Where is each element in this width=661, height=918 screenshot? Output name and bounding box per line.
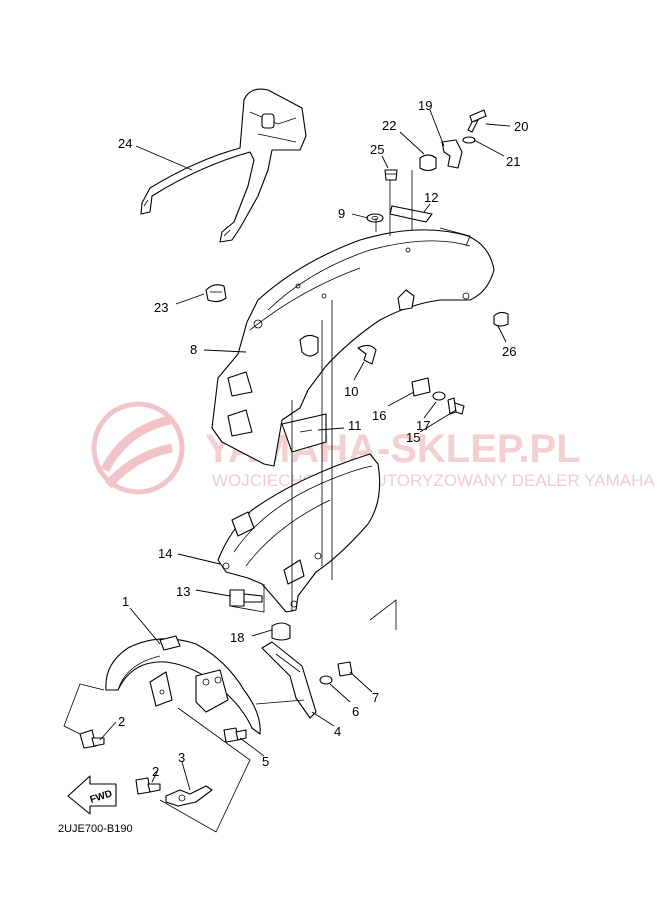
callout-24: 24 [118,136,132,151]
callout-16: 16 [372,408,386,423]
bolt-15 [447,397,465,415]
nut-7 [337,661,353,677]
fwd-arrow: FWD [67,775,117,815]
callout-3: 3 [178,750,185,765]
callout-19: 19 [418,98,432,113]
bolt-5 [223,727,247,743]
alignment-lines [229,170,413,630]
stay-4 [261,641,317,719]
bolt-13 [229,589,263,607]
callout-12: 12 [424,190,438,205]
callout-6: 6 [352,704,359,719]
plate-12 [389,205,433,223]
bolt-20 [467,109,487,133]
callout-15: 15 [406,430,420,445]
damper-22 [419,154,437,172]
callout-21: 21 [506,154,520,169]
callout-18: 18 [230,630,244,645]
washer-6 [319,675,333,685]
callout-4: 4 [334,724,341,739]
bolt-2a [79,729,105,749]
washer-21 [462,136,476,144]
callout-1: 1 [122,594,129,609]
watermark-logo [91,401,185,495]
leader-lines [99,109,511,791]
bolt-2b [135,777,161,795]
callout-8: 8 [190,342,197,357]
watermark-subtitle: WOJCIECHOWSKI AUTORYZOWANY DEALER YAMAHA [212,471,655,490]
collar-16 [411,377,431,397]
damper-23 [205,284,227,303]
callout-11: 11 [348,418,362,433]
flap-11 [281,413,327,453]
diagram-code: 2UJE700-B190 [58,823,133,835]
collar-9 [366,213,384,223]
callout-23: 23 [154,300,168,315]
callout-25: 25 [370,142,384,157]
grab-bar [140,88,307,243]
callout-5: 5 [262,754,269,769]
front-fender [105,635,261,735]
callout-10: 10 [344,384,358,399]
group-outline [63,683,305,833]
callout-22: 22 [382,118,396,133]
clamp-3 [165,785,213,807]
rear-fender [211,227,495,467]
callout-7: 7 [372,690,379,705]
inner-fender [217,453,381,613]
callout-2a: 2 [118,714,125,729]
callout-13: 13 [176,584,190,599]
cushion-25 [384,169,398,181]
collar-18 [271,622,291,641]
plug-26 [493,311,509,327]
clip-10 [357,344,377,365]
callout-14: 14 [158,546,172,561]
stay-19 [441,139,463,169]
callout-26: 26 [502,344,516,359]
callout-9: 9 [338,206,345,221]
callout-20: 20 [514,119,528,134]
callout-2b: 2 [152,764,159,779]
callouts: 24 19 20 22 21 25 12 9 23 26 8 10 16 17 … [118,98,528,779]
washer-17 [432,391,446,401]
callout-17: 17 [416,418,430,433]
